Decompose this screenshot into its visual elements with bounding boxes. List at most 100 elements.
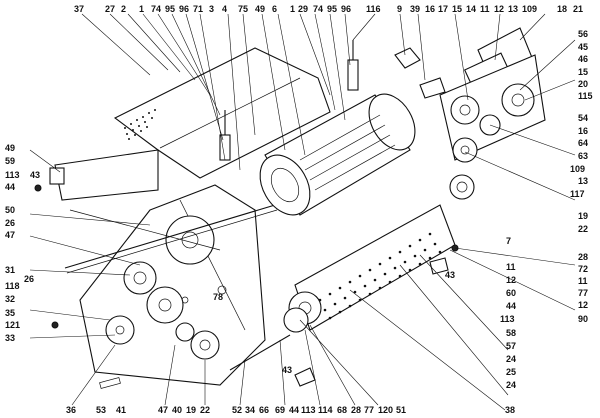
callout: 59	[5, 156, 15, 166]
callout: 95	[327, 4, 337, 14]
callouts-top: 37 27 2 1 74 95 96 71 3 4 75 49 6 1 29 7…	[74, 4, 583, 14]
callout: 11	[506, 262, 516, 272]
callout: 38	[505, 405, 515, 415]
callout: 43	[282, 365, 292, 375]
gear-set-left	[105, 215, 220, 360]
callout: 90	[578, 314, 588, 324]
callout: 43	[445, 270, 455, 280]
callout: 16	[578, 126, 588, 136]
callout: 26	[5, 218, 15, 228]
callouts-bottom: 36 53 41 47 40 19 22 52 34 66 69 44 113 …	[66, 405, 515, 415]
callout: 46	[578, 54, 588, 64]
callout: 74	[313, 4, 323, 14]
callout: 36	[66, 405, 76, 415]
callout: 113	[301, 405, 316, 415]
callout: 75	[238, 4, 248, 14]
callout: 113	[500, 314, 515, 324]
callout: 49	[5, 143, 15, 153]
callout: 11	[578, 276, 588, 286]
callout: 20	[578, 79, 588, 89]
callout: 12	[578, 300, 588, 310]
callout: 26	[24, 274, 34, 284]
callout: 95	[165, 4, 175, 14]
callout: 40	[172, 405, 182, 415]
callout: 77	[364, 405, 374, 415]
callout: 7	[506, 236, 511, 246]
callout: 24	[506, 354, 516, 364]
callout: 54	[578, 113, 588, 123]
callout: 18	[557, 4, 567, 14]
callout: 29	[298, 4, 308, 14]
callout: 25	[506, 367, 516, 377]
callout: 68	[337, 405, 347, 415]
hardware	[34, 40, 459, 389]
callout: 33	[5, 333, 15, 343]
callout: 2	[121, 4, 126, 14]
callout: 21	[573, 4, 583, 14]
callout: 120	[378, 405, 393, 415]
callout: 74	[151, 4, 161, 14]
callout: 58	[506, 328, 516, 338]
callout: 17	[438, 4, 448, 14]
callout: 9	[397, 4, 402, 14]
callout: 118	[5, 281, 20, 291]
callout: 53	[96, 405, 106, 415]
callout: 78	[213, 292, 223, 302]
callout: 32	[5, 294, 15, 304]
callout: 1	[139, 4, 144, 14]
callout: 47	[5, 230, 15, 240]
callout: 51	[396, 405, 406, 415]
callout: 28	[351, 405, 361, 415]
callout: 64	[578, 138, 588, 148]
callouts-left: 49 59 113 43 44 50 26 47 31 26 118 32 35…	[5, 143, 40, 343]
callout: 14	[466, 4, 476, 14]
callout: 109	[570, 164, 585, 174]
callout: 66	[259, 405, 269, 415]
callout: 11	[480, 4, 490, 14]
callout: 19	[578, 211, 588, 221]
callout: 49	[255, 4, 265, 14]
callout: 109	[522, 4, 537, 14]
callout: 60	[506, 288, 516, 298]
callout: 1	[290, 4, 295, 14]
callout: 28	[578, 252, 588, 262]
callout: 52	[232, 405, 242, 415]
callout: 72	[578, 264, 588, 274]
callout: 22	[200, 405, 210, 415]
callout: 69	[275, 405, 285, 415]
callout: 45	[578, 42, 588, 52]
callout: 41	[116, 405, 126, 415]
callout: 44	[506, 301, 516, 311]
callout: 77	[578, 288, 588, 298]
callout: 57	[506, 341, 516, 351]
callout: 113	[5, 170, 20, 180]
callout: 56	[578, 29, 588, 39]
shafts	[64, 204, 291, 371]
callout: 15	[578, 67, 588, 77]
callout: 39	[410, 4, 420, 14]
callout: 22	[578, 224, 588, 234]
callout: 13	[508, 4, 518, 14]
callout: 44	[289, 405, 299, 415]
callout: 116	[366, 4, 381, 14]
callout: 12	[506, 275, 516, 285]
callout: 63	[578, 151, 588, 161]
callout: 115	[578, 91, 593, 101]
callout: 50	[5, 205, 15, 215]
deflector-plate	[49, 149, 159, 201]
callout: 13	[578, 176, 588, 186]
callout: 31	[5, 265, 15, 275]
callout: 96	[179, 4, 189, 14]
brush-roller	[283, 204, 456, 333]
callout: 24	[506, 380, 516, 390]
callout: 19	[186, 405, 196, 415]
callout: 3	[209, 4, 214, 14]
callout: 27	[105, 4, 115, 14]
callouts-right: 56 45 46 15 20 115 54 16 64 63 109 13 11…	[500, 29, 593, 390]
callouts-inner: 78 43 43	[213, 270, 455, 375]
leader-lines	[29, 13, 576, 411]
callout: 16	[425, 4, 435, 14]
callout: 43	[30, 170, 40, 180]
